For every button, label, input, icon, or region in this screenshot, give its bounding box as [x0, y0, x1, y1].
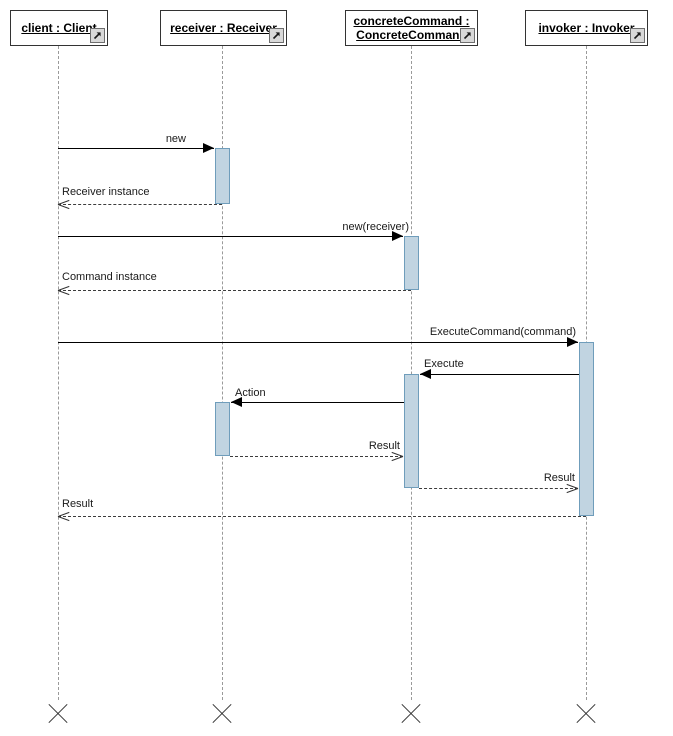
activation-bar-receiver — [215, 402, 230, 456]
arrowhead-msg-execute-command — [567, 337, 578, 347]
lifeline-title-receiver: receiver : Receiver — [166, 21, 281, 35]
message-line-msg-command-instance — [58, 290, 411, 291]
lifeline-title-line: invoker : Invoker — [538, 21, 635, 35]
message-line-msg-new-receiver — [58, 236, 403, 237]
open-in-new-icon[interactable] — [460, 28, 475, 43]
message-line-msg-new — [58, 148, 214, 149]
message-line-msg-result-receiver — [230, 456, 403, 457]
message-label-msg-execute: Execute — [424, 358, 464, 370]
arrowhead-msg-action — [231, 397, 242, 407]
message-label-msg-result-client: Result — [62, 498, 94, 510]
message-label-msg-command-instance: Command instance — [62, 271, 157, 283]
arrowhead-stroke-bottom — [566, 488, 579, 494]
message-label-msg-execute-command: ExecuteCommand(command) — [429, 326, 576, 338]
message-label-msg-new: new — [165, 133, 186, 145]
activation-bar-receiver — [215, 148, 230, 204]
arrowhead-msg-execute — [420, 369, 431, 379]
activation-bar-concreteCommand — [404, 236, 419, 290]
destruction-marker-invoker — [573, 701, 599, 727]
arrowhead-msg-receiver-instance — [57, 198, 70, 210]
lifeline-title-concreteCommand: concreteCommand :ConcreteCommand — [349, 14, 473, 42]
lifeline-header-client[interactable]: client : Client — [10, 10, 108, 46]
message-line-msg-execute — [420, 374, 579, 375]
lifeline-title-client: client : Client — [17, 21, 100, 35]
destruction-marker-receiver — [209, 701, 235, 727]
open-in-new-icon[interactable] — [269, 28, 284, 43]
destruction-marker-concreteCommand — [398, 701, 424, 727]
lifeline-header-concreteCommand[interactable]: concreteCommand :ConcreteCommand — [345, 10, 478, 46]
message-line-msg-result-client — [58, 516, 586, 517]
message-label-msg-new-receiver: new(receiver) — [342, 221, 409, 233]
lifeline-stem-concreteCommand — [411, 46, 412, 700]
destruction-marker-client — [45, 701, 71, 727]
lifeline-title-line: concreteCommand : — [353, 14, 470, 28]
activation-bar-invoker — [579, 342, 594, 516]
message-line-msg-receiver-instance — [58, 204, 222, 205]
message-line-msg-execute-command — [58, 342, 578, 343]
message-line-msg-action — [231, 402, 404, 403]
lifeline-stem-receiver — [222, 46, 223, 700]
arrowhead-stroke-bottom — [391, 456, 404, 462]
message-label-msg-action: Action — [235, 387, 266, 399]
lifeline-title-line: ConcreteCommand — [356, 28, 467, 42]
lifeline-title-invoker: invoker : Invoker — [534, 21, 638, 35]
arrowhead-stroke-bottom — [57, 204, 70, 210]
message-label-msg-result-command: Result — [543, 472, 575, 484]
lifeline-title-line: receiver : Receiver — [170, 21, 277, 35]
arrowhead-msg-command-instance — [57, 284, 70, 296]
activation-bar-concreteCommand — [404, 374, 419, 488]
arrowhead-msg-new — [203, 143, 214, 153]
lifeline-stem-client — [58, 46, 59, 700]
arrowhead-msg-result-client — [57, 510, 70, 522]
message-label-msg-receiver-instance: Receiver instance — [62, 186, 150, 198]
open-in-new-icon[interactable] — [90, 28, 105, 43]
lifeline-header-receiver[interactable]: receiver : Receiver — [160, 10, 287, 46]
arrowhead-stroke-bottom — [57, 516, 70, 522]
lifeline-header-invoker[interactable]: invoker : Invoker — [525, 10, 648, 46]
open-in-new-icon[interactable] — [630, 28, 645, 43]
arrowhead-stroke-bottom — [57, 290, 70, 296]
lifeline-title-line: client : Client — [21, 21, 97, 35]
message-label-msg-result-receiver: Result — [368, 440, 400, 452]
message-line-msg-result-command — [419, 488, 578, 489]
arrowhead-msg-new-receiver — [392, 231, 403, 241]
